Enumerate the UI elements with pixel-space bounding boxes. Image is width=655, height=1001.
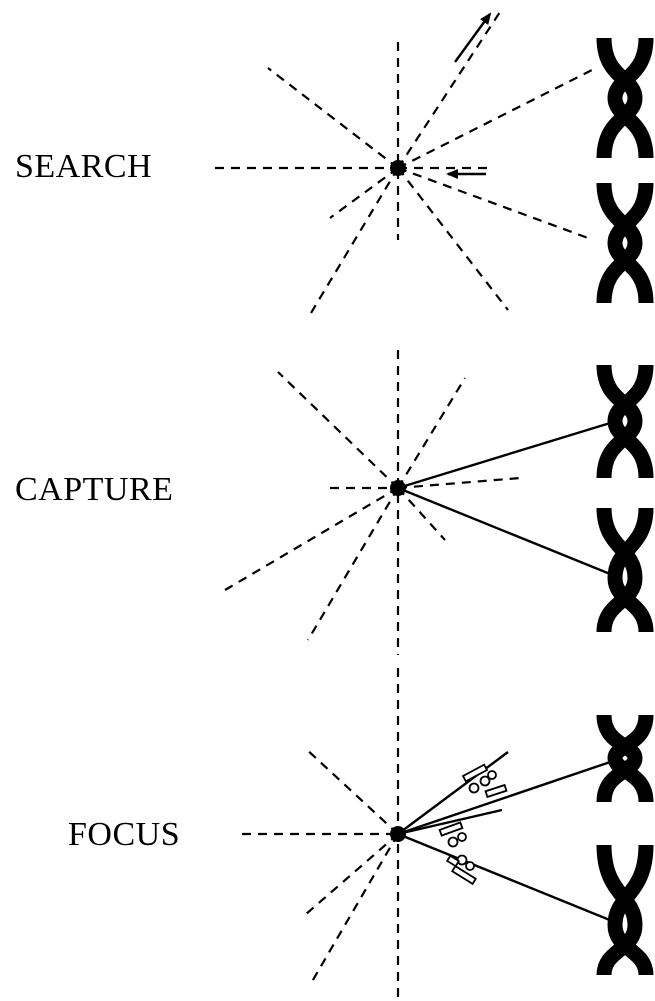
focus-motor-proteins [438,763,508,886]
capture-kinetochore-fiber-lower [397,486,621,580]
search-chromosome [596,37,654,304]
focus-chromosome [596,714,654,976]
microtubule-growth-arrow [454,12,492,63]
stage-label-capture: CAPTURE [15,471,174,508]
capture-spindle-pole [390,480,406,496]
capture-kinetochore-fiber-upper [397,418,621,490]
focus-fibers [397,751,623,927]
stage-label-search: SEARCH [15,148,153,185]
search-aster [215,11,593,319]
capture-chromosome [596,364,654,633]
search-spindle-pole [390,160,406,176]
focus-spindle-pole [390,826,406,842]
capture-aster [224,350,521,655]
focus-aster [242,668,400,1000]
stage-label-focus: FOCUS [68,816,181,853]
